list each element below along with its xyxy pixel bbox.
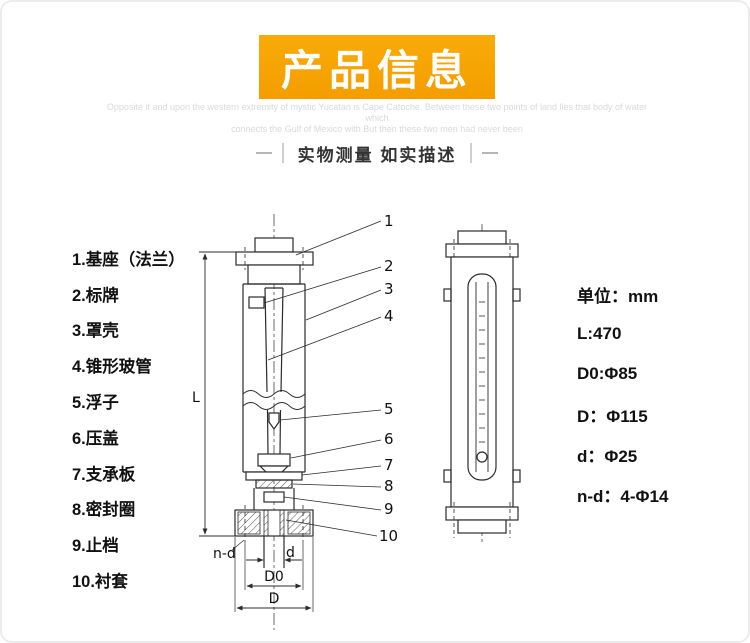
spec-L: L:470 [577, 324, 622, 343]
part-label-6: 6.压盖 [72, 429, 119, 448]
watermark-text: Opposite it and upon the western extremi… [97, 102, 657, 135]
callout-7: 7 [384, 456, 394, 474]
page-title: 产品信息 [259, 35, 495, 99]
spec-d: d：Φ25 [577, 446, 638, 466]
part-label-8: 8.密封圈 [72, 501, 136, 520]
callout-8: 8 [384, 477, 394, 495]
dim-label-d: d [286, 545, 295, 561]
callout-2: 2 [384, 257, 394, 275]
divider-bar-left [281, 143, 284, 163]
dimension-labels: L n-d d D0 D [192, 390, 295, 607]
spec-list: 单位：mm L:470 D0:Φ85 D：Φ115 d：Φ25 n-d：4-Φ1… [577, 274, 668, 514]
spec-unit: 单位：mm [577, 286, 659, 306]
section-divider: 实物测量 如实描述 [2, 140, 748, 166]
dim-label-D0: D0 [264, 569, 284, 585]
part-label-4: 4.锥形玻管 [72, 358, 152, 377]
watermark-line-2: connects the Gulf of Mexico with But the… [231, 124, 523, 134]
part-label-5: 5.浮子 [72, 394, 119, 413]
callout-5: 5 [384, 400, 394, 418]
divider-dash-right [482, 152, 499, 154]
callout-4: 4 [384, 307, 394, 325]
parts-list: 1.基座（法兰） 2.标牌 3.罩壳 4.锥形玻管 5.浮子 6.压盖 7.支承… [72, 240, 185, 598]
part-label-3: 3.罩壳 [72, 322, 119, 341]
watermark-line-1: Opposite it and upon the western extremi… [106, 102, 648, 123]
cross-section-view [234, 214, 314, 630]
dimension-lines [199, 251, 314, 612]
callout-1: 1 [384, 212, 394, 230]
callout-9: 9 [384, 500, 394, 518]
spec-D: D：Φ115 [577, 406, 648, 426]
dim-label-L: L [192, 390, 200, 406]
callout-6: 6 [384, 430, 394, 448]
dim-label-nd: n-d [213, 546, 236, 562]
divider-bar-right [470, 143, 473, 163]
spec-nd: n-d：4-Φ14 [577, 486, 669, 506]
callout-numbers: 1 2 3 4 5 6 7 8 9 10 [379, 212, 398, 545]
part-label-10: 10.衬套 [72, 573, 128, 592]
divider-label: 实物测量 如实描述 [297, 145, 457, 165]
part-label-1: 1.基座（法兰） [72, 250, 185, 269]
leader-lines [230, 220, 382, 552]
part-label-9: 9.止档 [72, 537, 119, 556]
spec-D0: D0:Φ85 [577, 364, 638, 383]
divider-dash-left [255, 152, 272, 154]
part-label-2: 2.标牌 [72, 286, 119, 305]
part-label-7: 7.支承板 [72, 465, 136, 484]
callout-10: 10 [379, 527, 398, 545]
external-view [443, 224, 521, 542]
dim-label-D: D [269, 591, 280, 607]
callout-3: 3 [384, 280, 394, 298]
